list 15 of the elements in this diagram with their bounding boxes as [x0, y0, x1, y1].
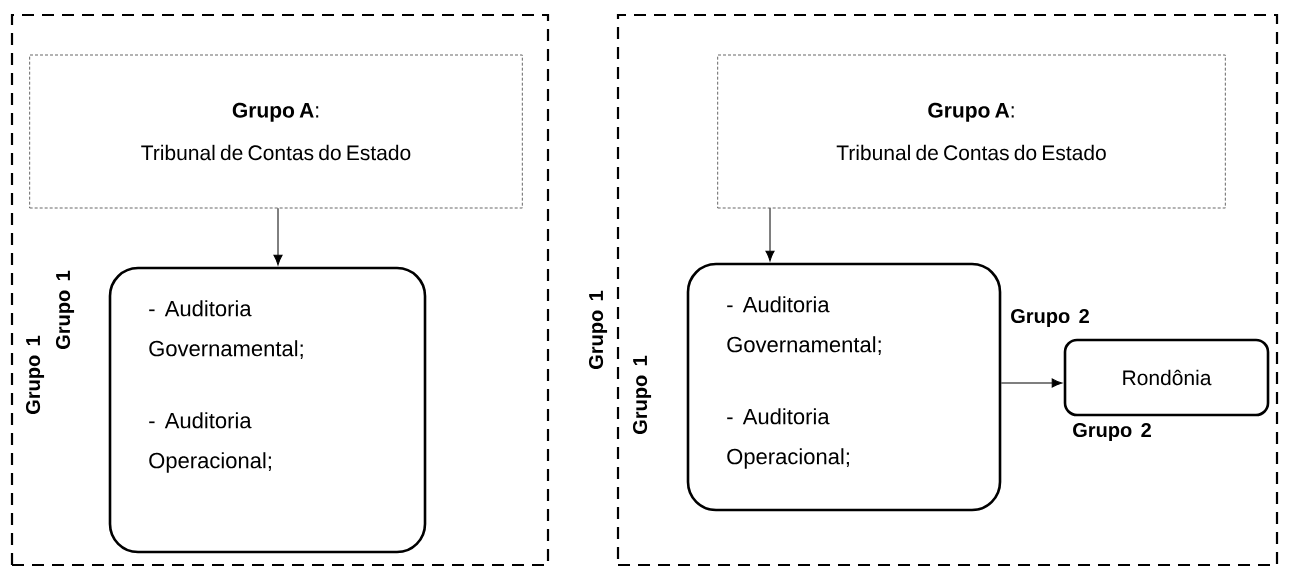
group-box: Grupo A: Tribunal de Contas do Estado [29, 54, 523, 209]
rounded-box: Rondônia [1063, 338, 1270, 417]
group-label: Grupo 1 [25, 335, 45, 414]
arrow [273, 207, 283, 266]
group-label: Grupo 2 [1011, 308, 1089, 328]
group-label: Grupo 1 [588, 290, 608, 369]
rounded-box: - Auditoria Governamental; - Auditoria Operacional; [686, 262, 1002, 512]
dashed-frame [616, 13, 1279, 567]
group-label: Grupo 1 [632, 355, 652, 434]
group-label: Grupo 1 [55, 270, 75, 349]
group-box: Grupo A: Tribunal de Contas do Estado [717, 54, 1226, 209]
arrow [765, 207, 775, 262]
arrow [1000, 378, 1063, 388]
dashed-frame [10, 13, 550, 567]
rounded-box: - Auditoria Governamental; - Auditoria Operacional; [108, 266, 427, 554]
